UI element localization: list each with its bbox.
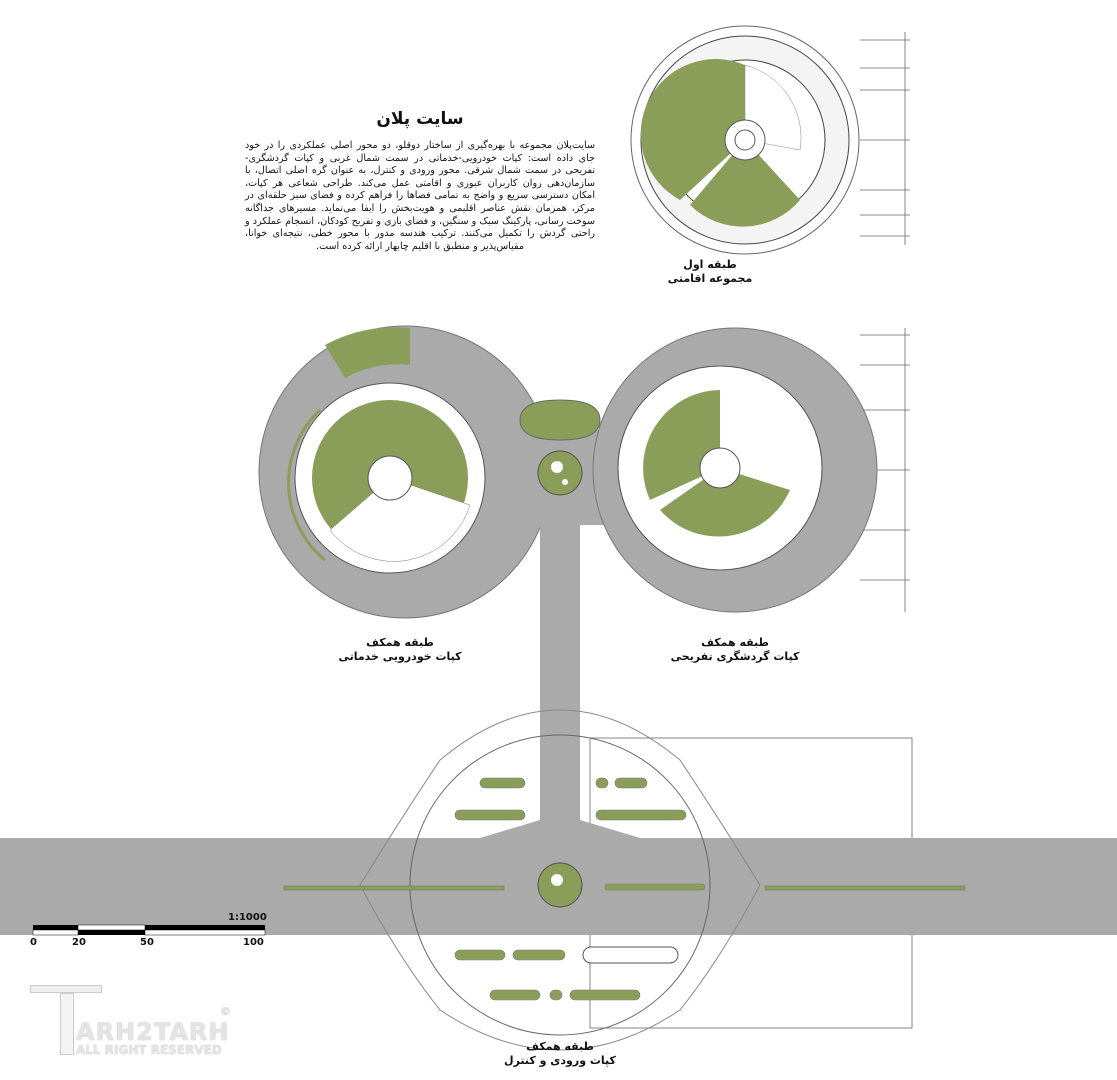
scale-bar bbox=[32, 924, 266, 936]
logo-subtitle: ALL RIGHT RESERVED bbox=[76, 1043, 222, 1057]
scale-tick: 50 bbox=[140, 937, 154, 948]
column-shaft-icon bbox=[60, 993, 74, 1055]
zone-label: مجموعه اقامتی bbox=[667, 272, 753, 285]
zone-label: کپات گردشگری تفریحی bbox=[670, 650, 800, 663]
scale-tick: 0 bbox=[30, 937, 37, 948]
tourism-hub-plan bbox=[592, 327, 878, 613]
floor-label: طبقه همکف bbox=[701, 636, 769, 649]
residential-complex-plan bbox=[630, 25, 860, 255]
entrance-control-plan bbox=[0, 709, 1117, 1051]
scale-tick: 20 bbox=[72, 937, 86, 948]
zone-label: کپات خودرویی خدماتی bbox=[338, 650, 462, 663]
floor-label: طبقه اول bbox=[683, 258, 737, 271]
copyright-mark: © bbox=[220, 1005, 231, 1018]
column-capital-icon bbox=[30, 985, 102, 993]
description-text: سایت‌پلان مجموعه با بهره‌گیری از ساختار … bbox=[245, 140, 595, 252]
zone-label: کپات ورودی و کنترل bbox=[504, 1054, 616, 1067]
scale-ratio: 1:1000 bbox=[228, 912, 267, 923]
logo-name: ARH2TARH bbox=[76, 1018, 230, 1046]
service-hub-plan bbox=[258, 325, 552, 619]
scale-tick: 100 bbox=[243, 937, 264, 948]
floor-label: طبقه همکف bbox=[366, 636, 434, 649]
floor-label: طبقه همکف bbox=[526, 1040, 594, 1053]
page-title: سایت پلان bbox=[376, 109, 464, 129]
